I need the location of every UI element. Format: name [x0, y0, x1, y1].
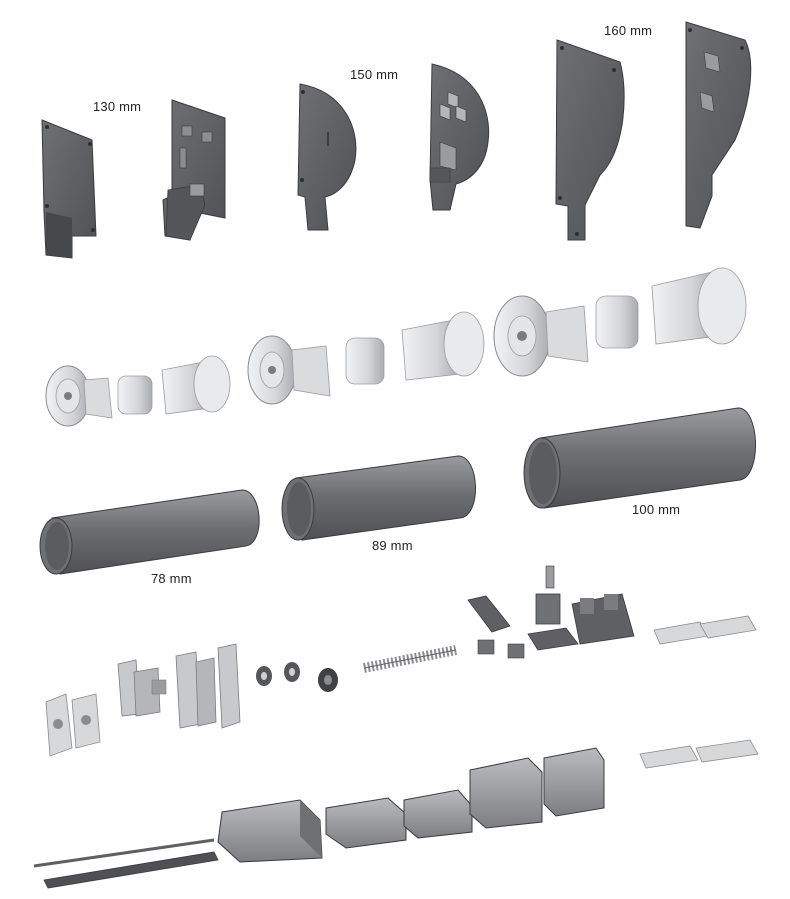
lock-clips	[45, 693, 101, 757]
profile-channel-2	[543, 747, 605, 817]
mounting-plates	[175, 643, 241, 729]
end-plugs	[639, 615, 759, 769]
label-tube-89: 89 mm	[372, 538, 413, 553]
profile-box-large	[217, 799, 323, 863]
bracket-130-plate	[41, 119, 97, 259]
bottom-rail-strips	[33, 838, 219, 889]
profile-box-medium-2	[403, 789, 473, 839]
bracket-150-motor-mount	[429, 63, 490, 211]
end-cap-set-100	[493, 267, 747, 377]
tube-89	[281, 455, 476, 541]
bracket-150-plate	[297, 83, 357, 231]
bracket-130-motor-mount	[162, 99, 226, 241]
guide-bracket-pair	[117, 659, 167, 717]
label-tube-78: 78 mm	[151, 571, 192, 586]
profile-channel-1	[469, 757, 543, 829]
tube-100	[523, 407, 756, 509]
end-cap-set-89	[247, 311, 485, 405]
bearings	[256, 662, 338, 692]
label-bracket-160: 160 mm	[604, 23, 653, 38]
profile-box-medium-1	[325, 797, 407, 849]
tension-spring	[363, 645, 457, 673]
bracket-160-plate	[555, 39, 625, 241]
label-bracket-150: 150 mm	[350, 67, 399, 82]
end-cap-set-78	[45, 355, 231, 427]
bracket-160-motor-mount	[685, 21, 752, 229]
label-bracket-130: 130 mm	[93, 99, 142, 114]
label-tube-100: 100 mm	[632, 502, 681, 517]
stop-blocks	[467, 565, 635, 659]
tube-78	[39, 489, 260, 575]
